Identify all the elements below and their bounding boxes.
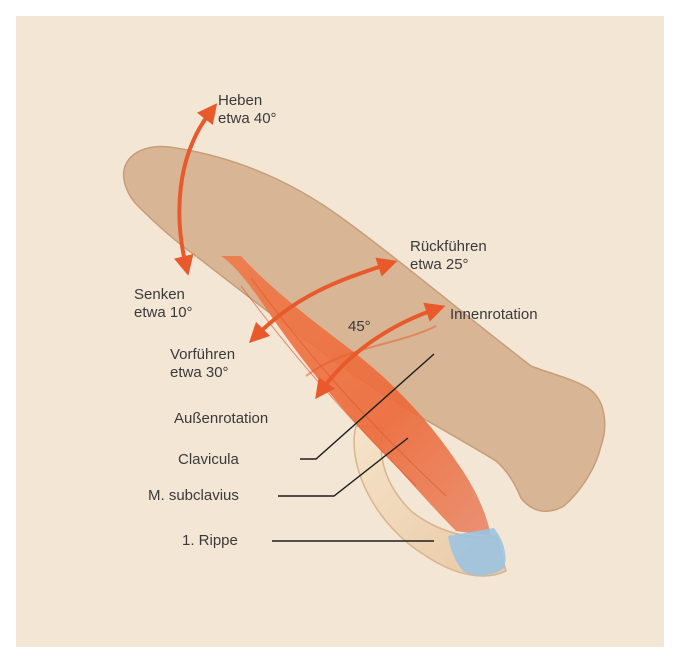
label-aussenrotation: Außenrotation — [174, 410, 268, 428]
label-clavicula: Clavicula — [178, 451, 239, 469]
label-heben: Heben etwa 40° — [218, 92, 277, 128]
label-senken: Senken etwa 10° — [134, 286, 193, 322]
figure-panel: Heben etwa 40° Senken etwa 10° Rückführe… — [16, 16, 664, 647]
label-angle: 45° — [348, 318, 371, 336]
label-vorfuehren: Vorführen etwa 30° — [170, 346, 235, 382]
label-subclavius: M. subclavius — [148, 487, 239, 505]
label-innenrotation: Innenrotation — [450, 306, 538, 324]
label-rippe: 1. Rippe — [182, 532, 238, 550]
label-rueckfuehren: Rückführen etwa 25° — [410, 238, 487, 274]
clavicle-motion-illustration — [16, 16, 664, 647]
